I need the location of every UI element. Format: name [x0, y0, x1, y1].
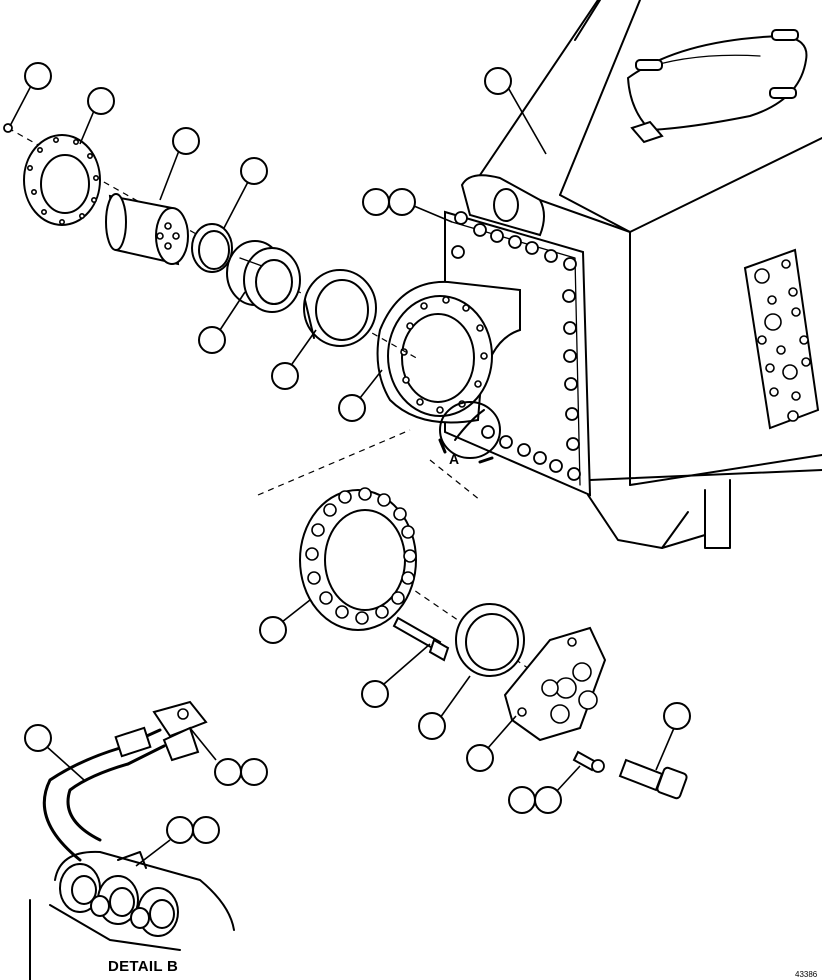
hatch-cover	[626, 29, 808, 144]
side-plate	[743, 248, 820, 430]
callout-balloon	[466, 744, 494, 772]
callout-balloon	[240, 758, 268, 786]
callout-balloon	[362, 188, 390, 216]
callout-balloon	[214, 758, 242, 786]
detail-b	[29, 700, 235, 980]
callout-balloon	[271, 362, 299, 390]
exploded-lower	[257, 429, 688, 800]
callout-balloon	[87, 87, 115, 115]
callout-balloon	[259, 616, 287, 644]
callout-balloon	[24, 724, 52, 752]
callout-balloon	[172, 127, 200, 155]
callout-balloon	[24, 62, 52, 90]
exploded-upper	[3, 123, 421, 361]
callouts	[9, 62, 691, 867]
view-arrow-label: A	[449, 451, 460, 467]
hinge-boss	[376, 280, 521, 464]
callout-balloon	[484, 67, 512, 95]
callout-balloon	[508, 786, 536, 814]
callout-balloon	[198, 326, 226, 354]
drawing-number: 43386	[795, 970, 818, 979]
callout-balloon	[240, 157, 268, 185]
detail-title: DETAIL B	[108, 958, 179, 975]
callout-balloon	[166, 816, 194, 844]
callout-balloon	[361, 680, 389, 708]
callout-balloon	[534, 786, 562, 814]
callout-balloon	[388, 188, 416, 216]
callout-balloon	[418, 712, 446, 740]
callout-balloon	[338, 394, 366, 422]
flange-bolts	[451, 211, 581, 481]
callout-balloon	[192, 816, 220, 844]
callout-balloon	[663, 702, 691, 730]
